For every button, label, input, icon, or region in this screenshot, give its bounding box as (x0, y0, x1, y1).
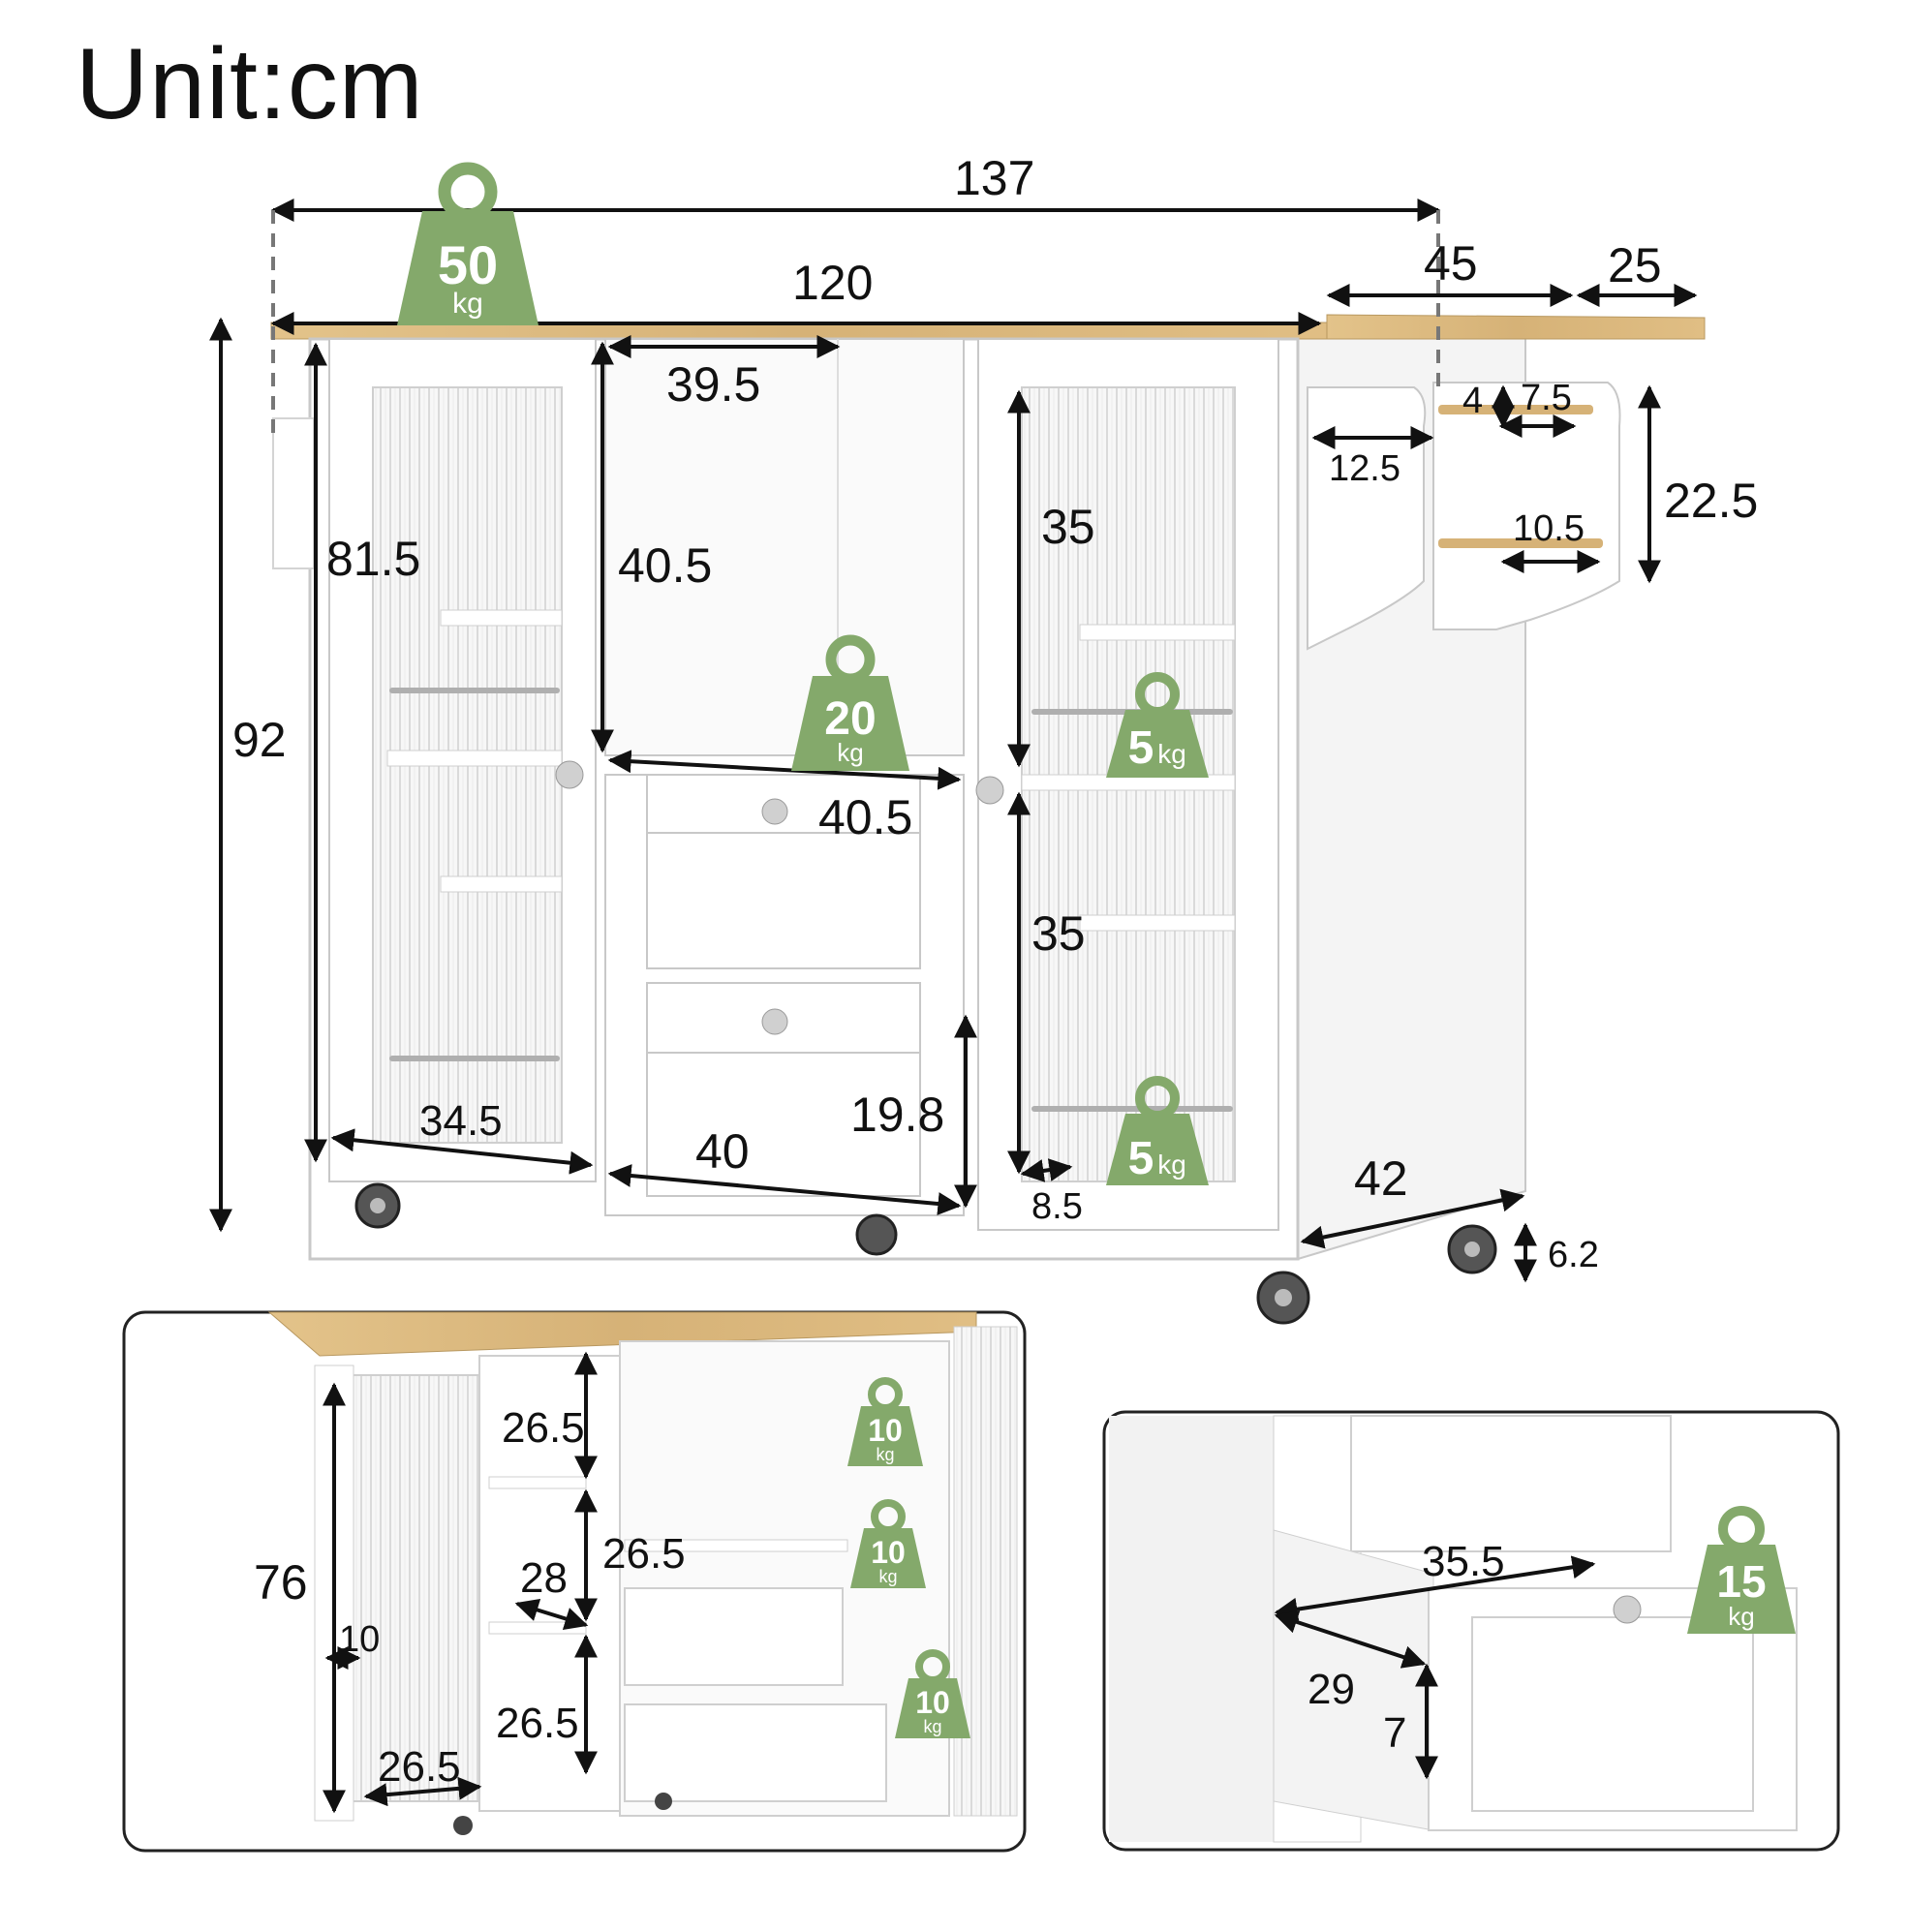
dim-towel-rack-width: 12.5 (1329, 448, 1400, 489)
dim-spice-rack-gap: 4 (1462, 381, 1484, 421)
left-door-knob (555, 760, 584, 789)
upper-drawer-knob (761, 798, 788, 825)
dim-back-door-height: 76 (254, 1555, 308, 1610)
dim-extension-depth: 45 (1424, 236, 1478, 291)
dim-drawer-top-width: 40.5 (818, 790, 913, 844)
weight-badge-open-shelf: 20 kg (791, 634, 909, 771)
weight-badge-right-upper-value: 5 (1128, 722, 1154, 774)
weight-badge-back-upper-unit: kg (876, 1445, 894, 1464)
dim-caster-height: 6.2 (1548, 1235, 1599, 1275)
weight-badge-back-lower-value: 10 (915, 1685, 950, 1720)
dim-drawer-width: 29 (1308, 1666, 1355, 1713)
dim-left-door-width: 34.5 (419, 1097, 503, 1145)
weight-badge-back-middle: 10 kg (850, 1499, 926, 1588)
dim-spice-rack-bottom-width: 10.5 (1513, 508, 1585, 549)
dim-spice-rack-height: 22.5 (1664, 474, 1759, 528)
dim-open-shelf-width: 39.5 (666, 357, 761, 412)
weight-badge-back-middle-unit: kg (878, 1567, 897, 1586)
wood-worktop-extension (1326, 314, 1706, 340)
weight-badge-top-value: 50 (438, 234, 498, 295)
dim-drawer-height: 19.8 (850, 1088, 945, 1142)
main-cabinet-illustration (270, 314, 1706, 1325)
weight-badge-right-lower: 5 kg (1106, 1076, 1209, 1185)
dim-back-shelf-height-2: 26.5 (602, 1530, 686, 1578)
dim-shelf-height-upper: 35 (1041, 500, 1095, 554)
dim-back-door-width: 26.5 (378, 1743, 461, 1791)
weight-badge-back-middle-value: 10 (871, 1535, 906, 1570)
dimension-arrows (209, 199, 1698, 1283)
weight-badge-drawer-unit: kg (1728, 1602, 1754, 1631)
weight-badge-right-lower-value: 5 (1128, 1133, 1154, 1184)
dim-overall-width: 137 (954, 151, 1035, 205)
weight-badge-right-lower-unit: kg (1157, 1150, 1186, 1180)
dim-open-shelf-height: 40.5 (618, 538, 713, 593)
dim-drawer-depth: 7 (1383, 1709, 1407, 1757)
weight-badge-drawer: 15 kg (1687, 1506, 1796, 1634)
dim-back-shelf-depth: 28 (520, 1554, 568, 1602)
right-glass-door (975, 338, 1279, 1231)
dim-drawer-length: 35.5 (1422, 1538, 1505, 1585)
side-towel-holder (1307, 386, 1427, 651)
weight-badge-right-upper: 5 kg (1106, 672, 1209, 778)
weight-badge-drawer-value: 15 (1716, 1556, 1766, 1607)
left-glass-door (328, 338, 597, 1182)
weight-badge-open-shelf-unit: kg (837, 738, 863, 767)
dim-rail-offset: 8.5 (1031, 1186, 1083, 1227)
side-spice-rack (1432, 382, 1621, 630)
weight-badge-right-upper-unit: kg (1157, 739, 1186, 769)
dim-spice-rack-top-width: 7.5 (1521, 378, 1572, 418)
drawer-view-inset (1102, 1410, 1840, 1852)
weight-badge-top-unit: kg (452, 288, 483, 320)
dim-extension-overhang: 25 (1608, 238, 1662, 292)
left-side-hook (272, 417, 315, 569)
weight-badge-back-upper: 10 kg (847, 1377, 923, 1466)
weight-badge-back-upper-value: 10 (868, 1413, 903, 1448)
dim-side-depth: 42 (1354, 1151, 1408, 1206)
back-view-inset (122, 1310, 1027, 1853)
weight-badge-top: 50 kg (397, 162, 539, 325)
dim-back-shelf-height-1: 26.5 (502, 1404, 585, 1452)
dim-top-width: 120 (792, 256, 874, 310)
unit-title: Unit:cm (76, 28, 424, 140)
right-door-knob (975, 776, 1004, 805)
dim-cabinet-height: 81.5 (326, 532, 421, 586)
dim-back-door-shelf-depth: 10 (339, 1619, 381, 1660)
dim-drawer-bottom-width: 40 (695, 1124, 750, 1179)
lower-drawer-knob (761, 1008, 788, 1035)
weight-badge-open-shelf-value: 20 (824, 693, 876, 745)
dim-shelf-height-lower: 35 (1031, 906, 1086, 961)
dim-back-shelf-height-3: 26.5 (496, 1700, 579, 1747)
weight-badge-back-lower: 10 kg (895, 1649, 970, 1738)
weight-badge-back-lower-unit: kg (923, 1717, 941, 1736)
dim-overall-height: 92 (232, 713, 287, 767)
